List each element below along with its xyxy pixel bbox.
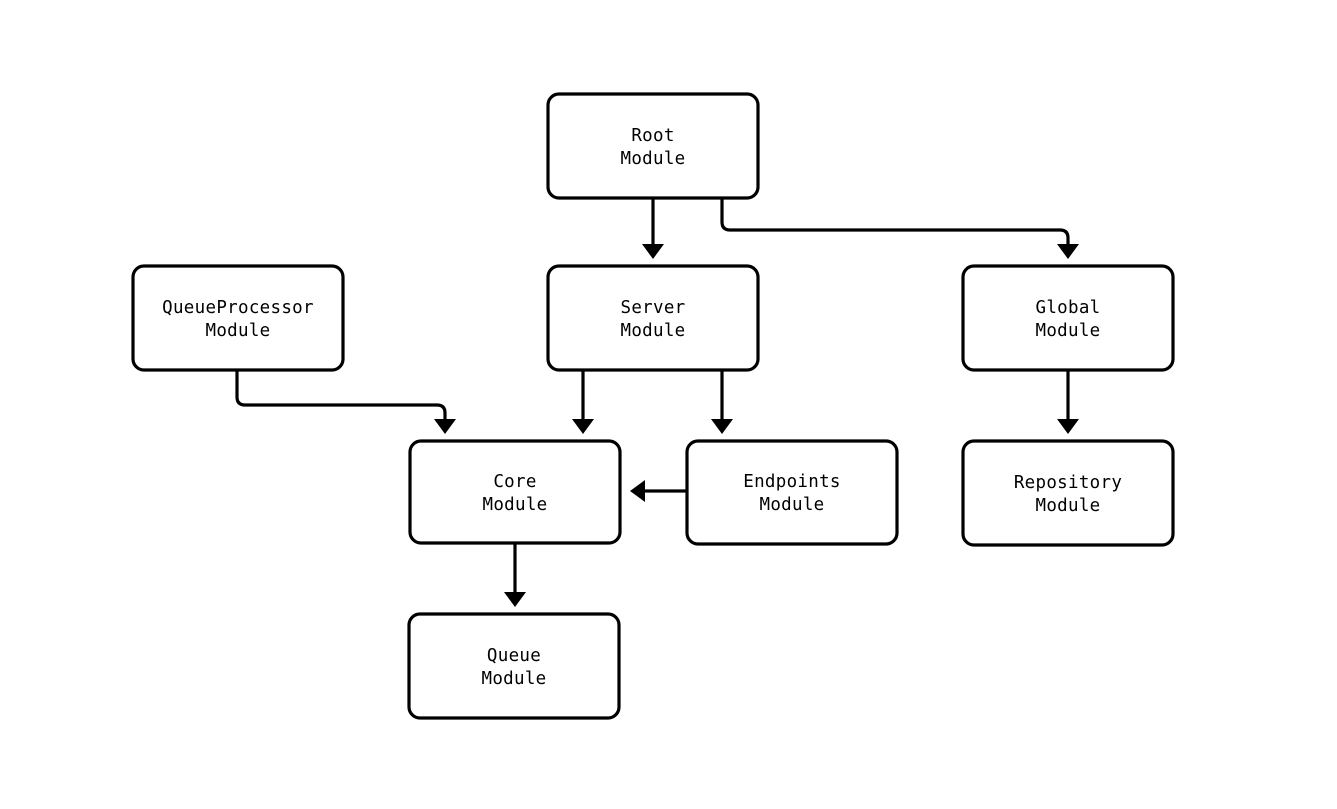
node-box[interactable] — [961, 439, 1175, 547]
arrow-head-icon — [572, 419, 594, 434]
node-label-line2: Module — [482, 495, 547, 515]
node-box[interactable] — [685, 439, 899, 546]
node-box[interactable] — [407, 612, 621, 720]
edge-line — [720, 198, 1070, 244]
edge-line — [235, 370, 447, 419]
arrow-head-icon — [1057, 419, 1079, 434]
arrow-head-icon — [434, 419, 456, 434]
edge-queueprocessor-to-core — [235, 370, 456, 434]
edge-global-to-repository — [1057, 370, 1079, 434]
node-label-line2: Module — [481, 669, 546, 689]
node-box[interactable] — [546, 264, 760, 372]
node-label-line1: Server — [620, 298, 685, 318]
edge-root-to-global — [720, 198, 1079, 259]
arrow-head-icon — [630, 480, 645, 502]
node-core-module[interactable]: Core Module — [408, 439, 622, 545]
edge-root-to-server — [642, 198, 664, 259]
node-label-line1: Queue — [487, 646, 541, 666]
node-label-line2: Module — [205, 321, 270, 341]
node-queueprocessor-module[interactable]: QueueProcessor Module — [131, 264, 345, 372]
node-label-line1: Global — [1035, 298, 1100, 318]
edge-server-to-core — [572, 370, 594, 434]
node-label-line2: Module — [759, 495, 824, 515]
node-global-module[interactable]: Global Module — [961, 264, 1175, 372]
node-queue-module[interactable]: Queue Module — [407, 612, 621, 720]
node-box[interactable] — [961, 264, 1175, 372]
edge-endpoints-to-core — [630, 480, 687, 502]
edge-server-to-endpoints — [711, 370, 733, 434]
edge-core-to-queue — [504, 543, 526, 607]
arrow-head-icon — [504, 592, 526, 607]
arrow-head-icon — [711, 419, 733, 434]
node-label-line1: Core — [493, 472, 536, 492]
node-label-line2: Module — [1035, 321, 1100, 341]
node-server-module[interactable]: Server Module — [546, 264, 760, 372]
node-box[interactable] — [546, 92, 760, 200]
node-label-line2: Module — [620, 321, 685, 341]
node-root-module[interactable]: Root Module — [546, 92, 760, 200]
node-label-line1: Repository — [1014, 473, 1122, 493]
node-label-line2: Module — [1035, 496, 1100, 516]
node-box[interactable] — [408, 439, 622, 545]
node-label-line1: Endpoints — [743, 472, 841, 492]
node-label-line1: Root — [631, 126, 674, 146]
node-endpoints-module[interactable]: Endpoints Module — [685, 439, 899, 546]
node-box[interactable] — [131, 264, 345, 372]
node-label-line2: Module — [620, 149, 685, 169]
arrow-head-icon — [642, 244, 664, 259]
node-label-line1: QueueProcessor — [162, 298, 314, 318]
arrow-head-icon — [1057, 244, 1079, 259]
node-repository-module[interactable]: Repository Module — [961, 439, 1175, 547]
